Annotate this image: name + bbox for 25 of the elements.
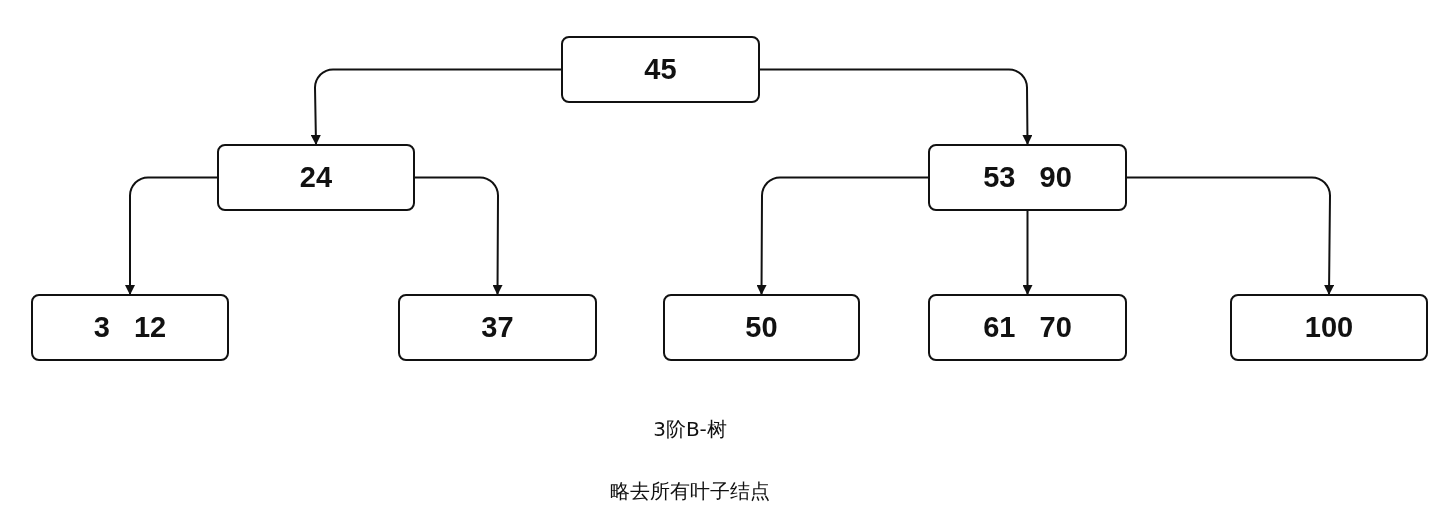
node-keys: 45 [644, 53, 677, 86]
arrow [1126, 176, 1335, 295]
node-keys: 53 90 [983, 161, 1072, 194]
tree-node-box [398, 294, 597, 361]
arrow [756, 176, 929, 295]
tree-node-box [31, 294, 229, 361]
tree-node-box [928, 294, 1127, 361]
arrow [759, 68, 1033, 145]
node-keys: 24 [299, 161, 333, 194]
node-keys: 3 12 [93, 311, 167, 344]
node-keys: 37 [481, 311, 514, 344]
arrow [1022, 210, 1033, 295]
node-keys: 100 [1304, 311, 1354, 344]
tree-node-box [928, 144, 1127, 211]
arrow [310, 68, 562, 145]
tree-node-box [217, 144, 415, 211]
node-keys: 50 [745, 311, 778, 344]
tree-node-box [561, 36, 760, 103]
tree-node-box [663, 294, 860, 361]
arrow [414, 176, 503, 295]
tree-node-box [1230, 294, 1428, 361]
caption-text: 3阶B-树 [653, 416, 727, 443]
node-keys: 61 70 [983, 311, 1072, 344]
arrow [125, 176, 218, 295]
caption-text: 略去所有叶子结点 [610, 478, 770, 505]
